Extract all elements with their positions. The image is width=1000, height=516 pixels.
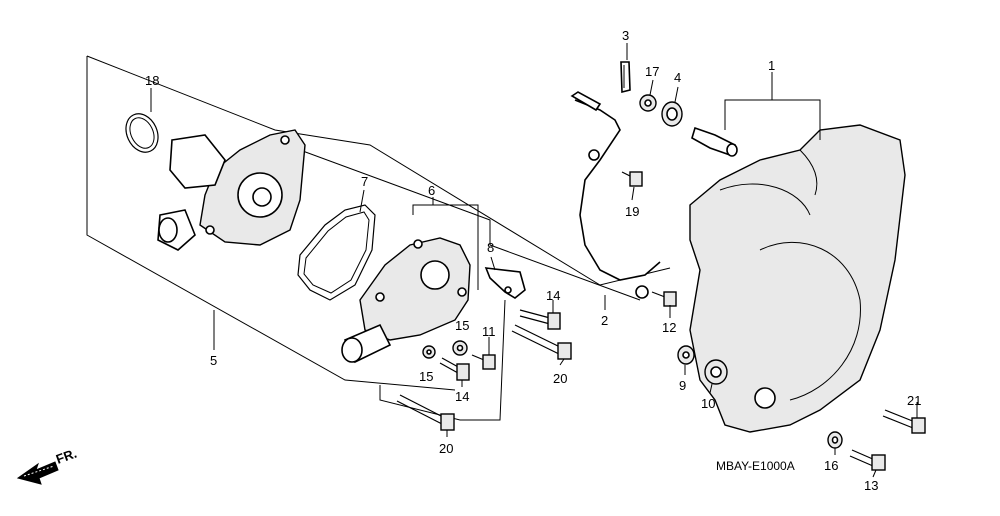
part-17-washer[interactable] xyxy=(639,94,657,112)
label-15-lower: 15 xyxy=(419,369,433,384)
part-15-washer-upper[interactable] xyxy=(452,340,468,356)
label-8: 8 xyxy=(487,240,494,255)
part-14-bolt-lower[interactable] xyxy=(439,357,470,381)
label-14-lower: 14 xyxy=(455,389,469,404)
part-6-pump-cover[interactable] xyxy=(341,237,471,364)
label-10: 10 xyxy=(701,396,715,411)
diagram-code: MBAY-E1000A xyxy=(716,459,795,473)
label-4: 4 xyxy=(674,70,681,85)
part-11-bolt[interactable] xyxy=(471,354,496,370)
part-21-bolt[interactable] xyxy=(882,409,926,434)
part-20-bolt-long-right[interactable] xyxy=(511,324,572,360)
part-14-bolt-upper[interactable] xyxy=(519,309,561,330)
part-8-plate[interactable] xyxy=(484,267,526,299)
label-18: 18 xyxy=(145,73,159,88)
label-16: 16 xyxy=(824,458,838,473)
part-1-cover[interactable] xyxy=(689,124,906,433)
label-12: 12 xyxy=(662,320,676,335)
part-7-gasket[interactable] xyxy=(297,204,376,301)
label-6: 6 xyxy=(428,183,435,198)
label-14-upper: 14 xyxy=(546,288,560,303)
label-11: 11 xyxy=(482,324,496,339)
part-20-bolt-long-left[interactable] xyxy=(396,394,455,431)
part-labels: 1 2 3 4 5 6 7 8 9 10 11 12 13 14 14 15 1… xyxy=(145,28,921,493)
front-direction-arrow-icon xyxy=(16,461,59,485)
part-2-bracket[interactable] xyxy=(570,91,661,299)
part-1-bolt[interactable] xyxy=(691,126,738,157)
label-5: 5 xyxy=(210,353,217,368)
label-20-left: 20 xyxy=(439,441,453,456)
label-9: 9 xyxy=(679,378,686,393)
part-12-bolt[interactable] xyxy=(651,291,677,307)
part-9-collar[interactable] xyxy=(677,345,695,365)
label-3: 3 xyxy=(622,28,629,43)
label-13: 13 xyxy=(864,478,878,493)
label-1: 1 xyxy=(768,58,775,73)
part-4-seal[interactable] xyxy=(661,101,683,127)
leader-lines xyxy=(150,43,918,478)
label-20-right: 20 xyxy=(553,371,567,386)
label-15-upper: 15 xyxy=(455,318,469,333)
label-17: 17 xyxy=(645,64,659,79)
label-21: 21 xyxy=(907,393,921,408)
part-3-clip[interactable] xyxy=(620,61,631,94)
label-19: 19 xyxy=(625,204,639,219)
part-16-washer[interactable] xyxy=(827,431,843,449)
part-19-bolt[interactable] xyxy=(621,171,643,187)
part-10-grommet[interactable] xyxy=(704,359,728,385)
part-15-washer-lower[interactable] xyxy=(422,345,436,359)
label-2: 2 xyxy=(601,313,608,328)
label-7: 7 xyxy=(361,174,368,189)
part-18-o-ring[interactable] xyxy=(120,109,164,158)
front-direction-label: FR. xyxy=(54,446,79,467)
part-5-water-pump-assembly[interactable] xyxy=(157,129,306,251)
part-13-bolt[interactable] xyxy=(849,449,886,471)
